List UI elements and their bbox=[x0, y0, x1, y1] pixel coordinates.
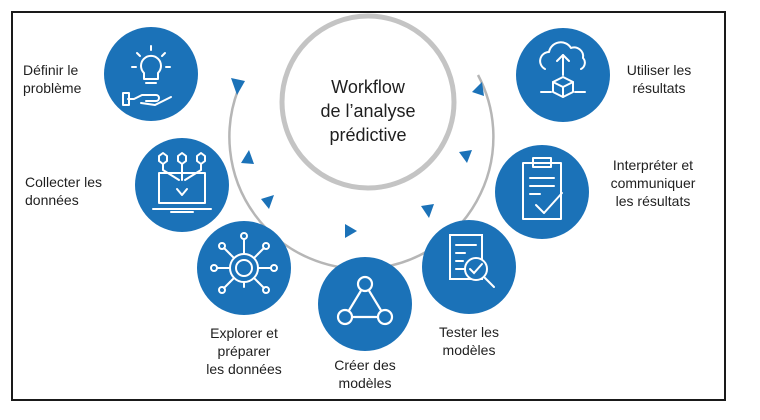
workflow-title: Workflow de l’analyse prédictive bbox=[320, 77, 416, 145]
step-circle-use bbox=[516, 28, 610, 122]
step-label-test: Tester les modèles bbox=[439, 324, 499, 358]
cloud-upload-icon bbox=[539, 41, 586, 98]
step-label-collect: Collecter les données bbox=[25, 174, 103, 208]
arc-arrows bbox=[231, 78, 484, 238]
document-magnifier-icon bbox=[449, 234, 495, 288]
lightbulb-hand-icon bbox=[122, 45, 172, 106]
data-collection-icon bbox=[152, 152, 212, 213]
workflow-diagram bbox=[104, 13, 610, 351]
step-circle-interpret bbox=[495, 145, 589, 239]
step-label-define: Définir le problème bbox=[23, 62, 82, 96]
arrow-3 bbox=[261, 195, 274, 209]
step-label-explore: Explorer et préparer les données bbox=[206, 325, 282, 377]
gear-network-icon bbox=[210, 232, 278, 294]
arrow-2 bbox=[241, 150, 254, 164]
arrow-6 bbox=[459, 150, 472, 163]
step-circle-define bbox=[104, 27, 198, 121]
arrow-5 bbox=[421, 204, 434, 218]
diagram-frame: Workflow de l’analyse prédictive Définir… bbox=[11, 11, 726, 401]
model-triangle-icon bbox=[336, 275, 394, 326]
clipboard-check-icon bbox=[522, 157, 563, 220]
step-circle-create bbox=[318, 257, 412, 351]
step-circle-test bbox=[422, 220, 516, 314]
step-circle-collect bbox=[135, 138, 229, 232]
center-circle bbox=[279, 13, 457, 191]
arrow-7 bbox=[472, 82, 484, 96]
step-circle-explore bbox=[197, 221, 291, 315]
step-label-create: Créer des modèles bbox=[334, 357, 396, 391]
step-label-interpret: Interpréter et communiquer les résultats bbox=[610, 157, 696, 209]
arrow-1 bbox=[231, 78, 245, 95]
step-label-use: Utiliser les résultats bbox=[626, 62, 692, 96]
arrow-4 bbox=[345, 224, 357, 238]
